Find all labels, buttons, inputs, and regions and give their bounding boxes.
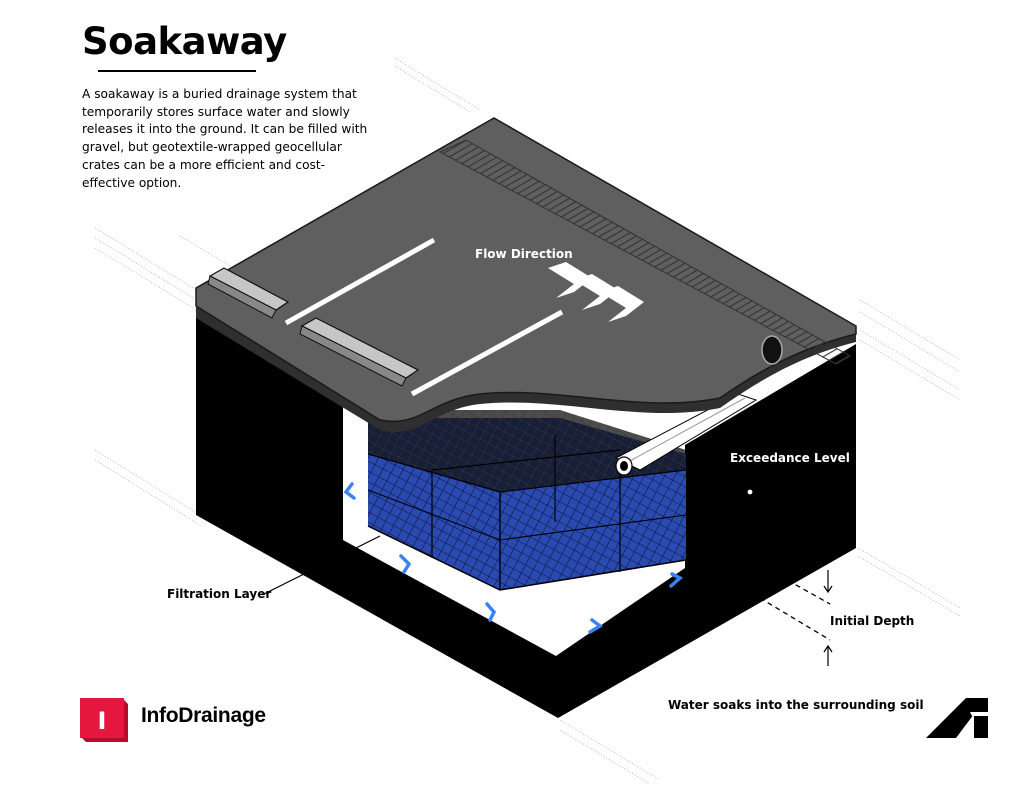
geocellular-crate	[367, 410, 687, 591]
flow-direction-arrows	[548, 262, 644, 322]
wheel-stops	[207, 267, 420, 387]
initial-depth-label: Initial Depth	[830, 614, 914, 628]
infodrainage-logo-icon: I	[80, 698, 128, 742]
logo-letter: I	[98, 707, 107, 735]
autodesk-logo-icon	[926, 698, 988, 738]
infiltration-arrows	[343, 482, 684, 634]
level-dashed-lines	[690, 447, 831, 641]
filtration-layer-label: Filtration Layer	[167, 587, 271, 601]
label-leaders	[261, 476, 833, 666]
page-title: Soakaway	[82, 20, 287, 63]
exceedance-level-label: Exceedance Level	[730, 451, 850, 465]
description-text: A soakaway is a buried drainage system t…	[82, 87, 368, 190]
title-underline	[98, 70, 256, 72]
brand-name: InfoDrainage	[141, 704, 266, 727]
ground-hatch-lines	[94, 57, 961, 785]
flow-direction-label: Flow Direction	[475, 247, 573, 261]
inlet-pipe	[614, 393, 758, 476]
soak-note-label: Water soaks into the surrounding soil	[668, 698, 924, 712]
